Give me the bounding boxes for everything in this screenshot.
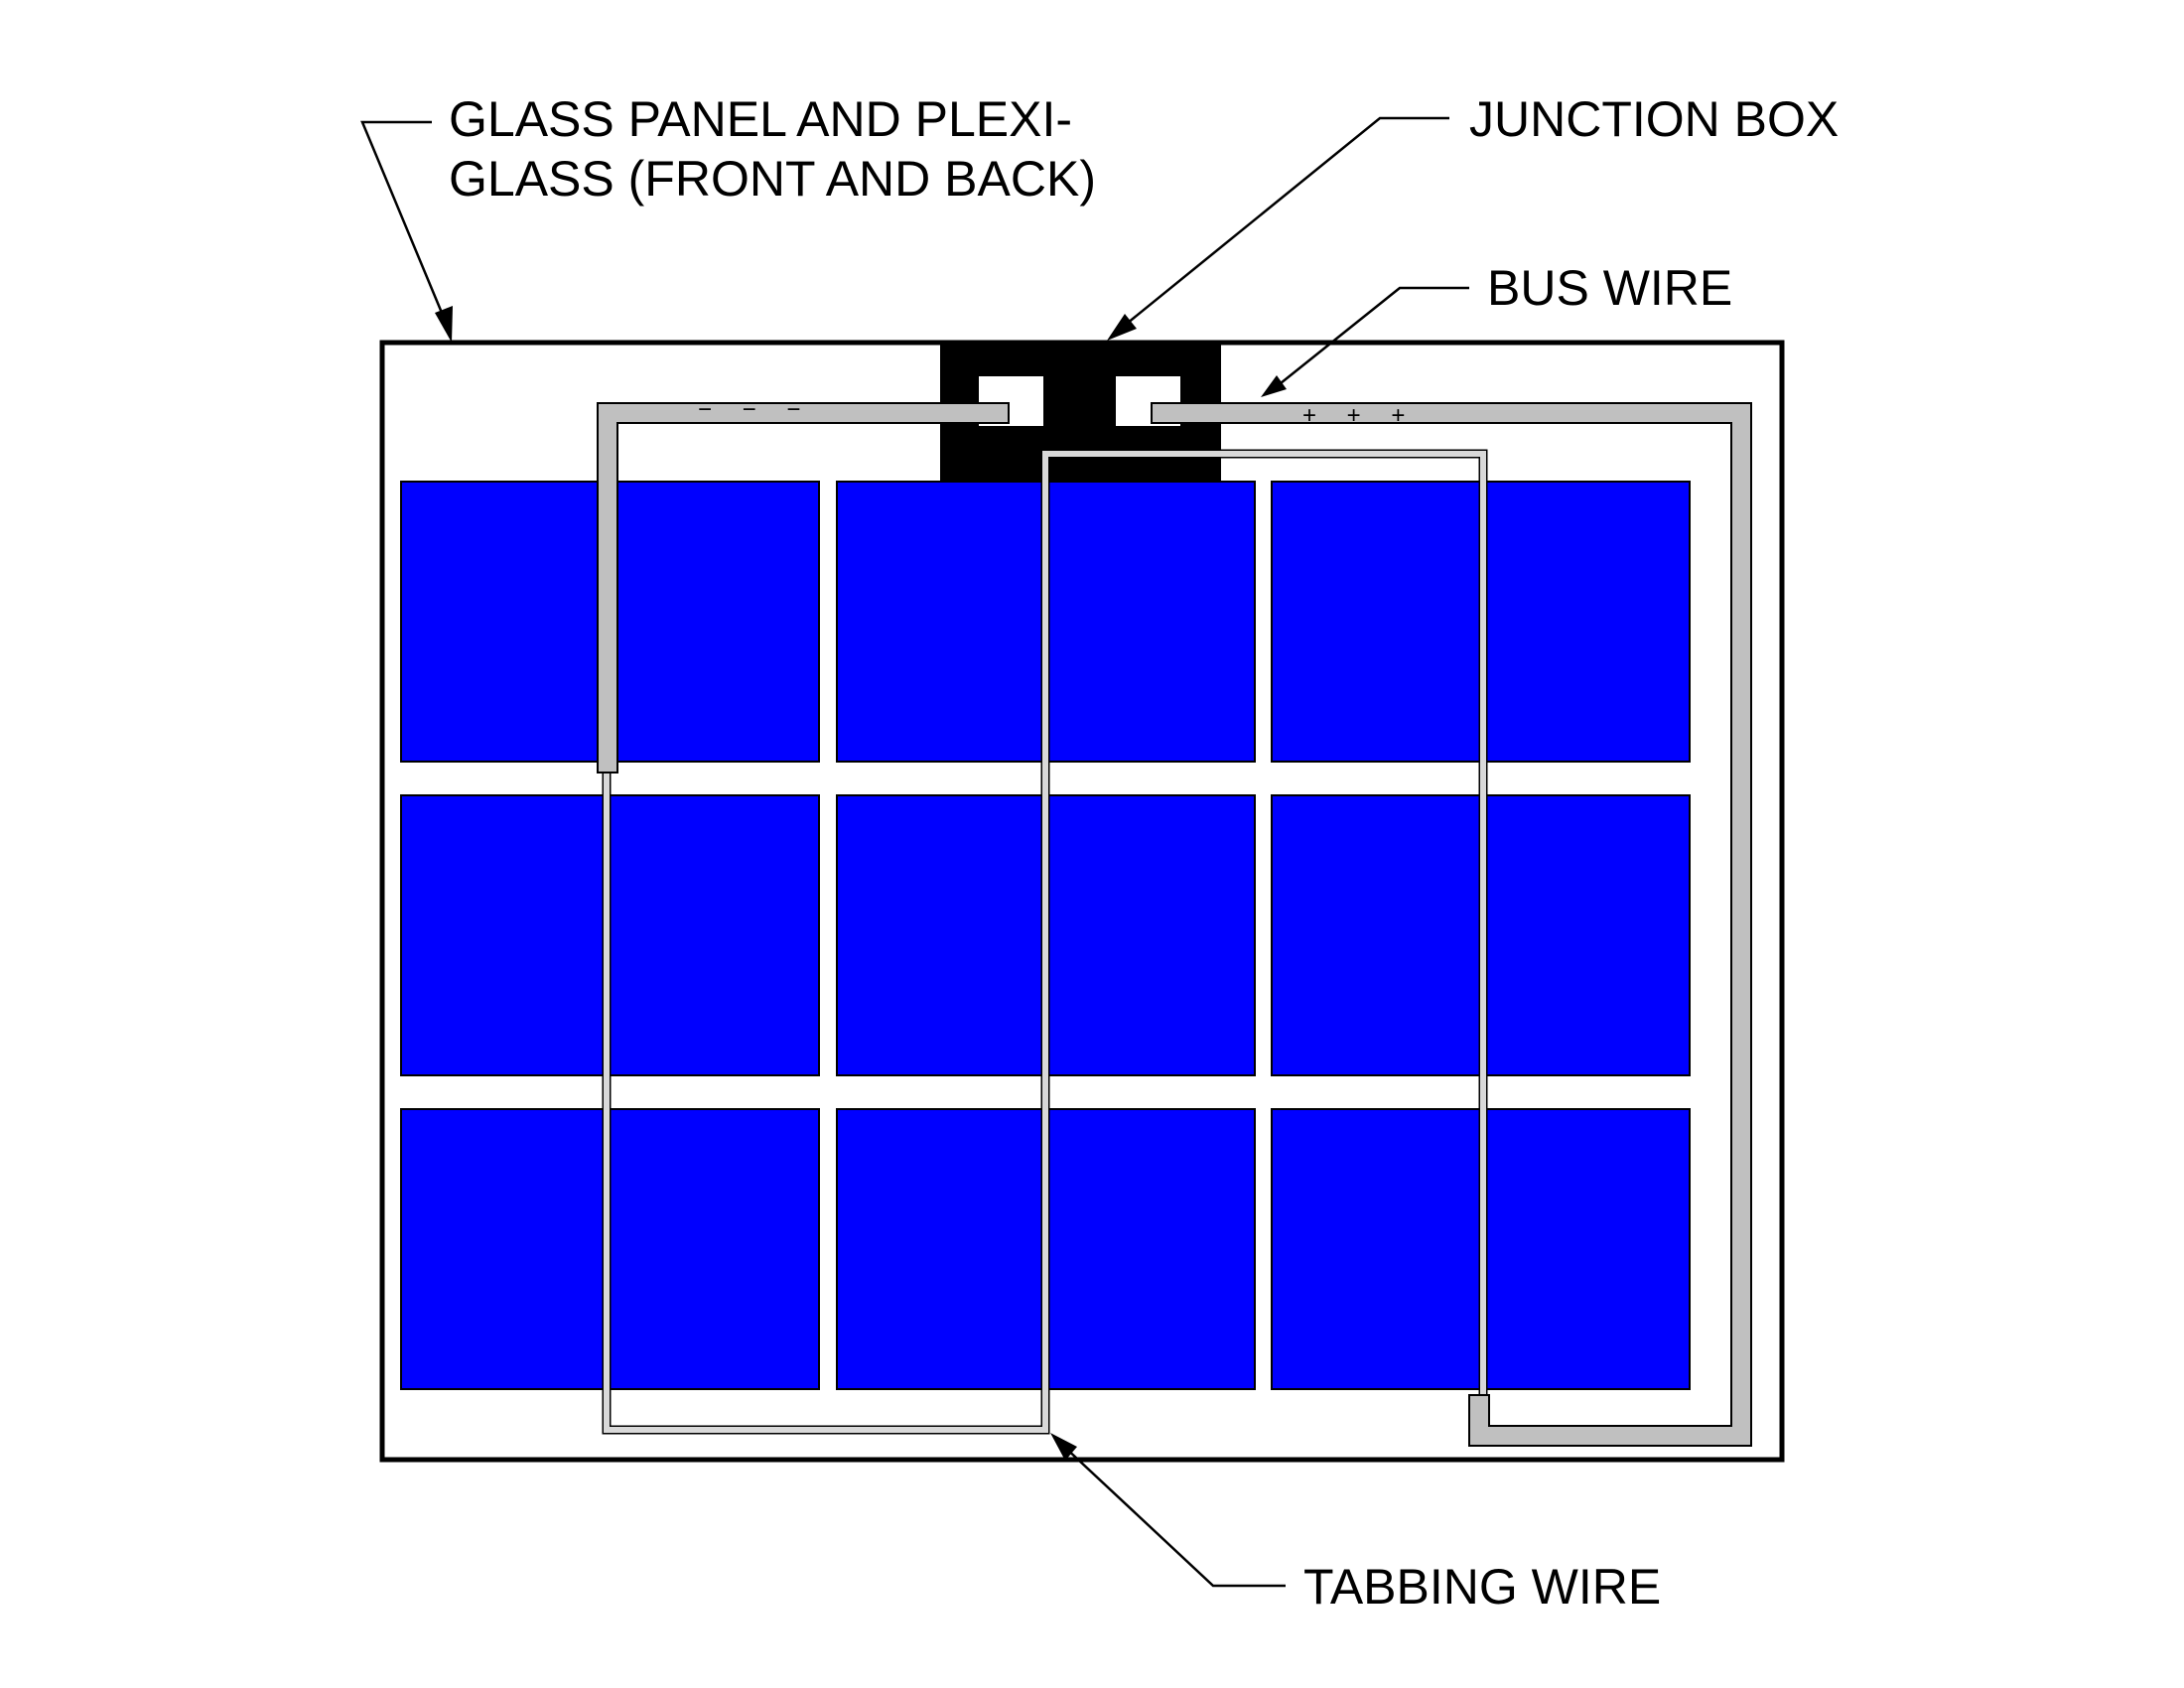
tabbing-wire: [602, 449, 1488, 1435]
tabbing-wire-arrowhead: [1050, 1433, 1077, 1461]
junction-box-leader: [1121, 116, 1449, 329]
positive-polarity-marks: + + +: [1302, 402, 1417, 429]
bus-wire-leader: [1275, 286, 1469, 388]
tabbing-wire-callout: TABBING WIRE: [1050, 1433, 1661, 1615]
junction-box-arrowhead: [1107, 314, 1137, 341]
bus-wire-label: BUS WIRE: [1487, 260, 1732, 316]
negative-polarity-marks: − − −: [698, 396, 812, 423]
glass-panel-leader: [360, 120, 449, 326]
glass-panel-label-line2: GLASS (FRONT AND BACK): [449, 151, 1096, 207]
bus-wire: [597, 402, 1752, 1447]
glass-panel-label-line1: GLASS PANEL AND PLEXI-: [449, 91, 1072, 147]
junction-box-label: JUNCTION BOX: [1469, 91, 1839, 147]
bus-wire-arrowhead: [1261, 375, 1287, 397]
bus-wire-callout: BUS WIRE: [1261, 260, 1732, 397]
tabbing-wire-label: TABBING WIRE: [1303, 1559, 1661, 1615]
glass-panel-callout: GLASS PANEL AND PLEXI- GLASS (FRONT AND …: [360, 91, 1096, 343]
glass-panel-arrowhead: [435, 306, 453, 343]
junction-box-callout: JUNCTION BOX: [1107, 91, 1839, 341]
tabbing-wire-leader: [1061, 1444, 1286, 1588]
